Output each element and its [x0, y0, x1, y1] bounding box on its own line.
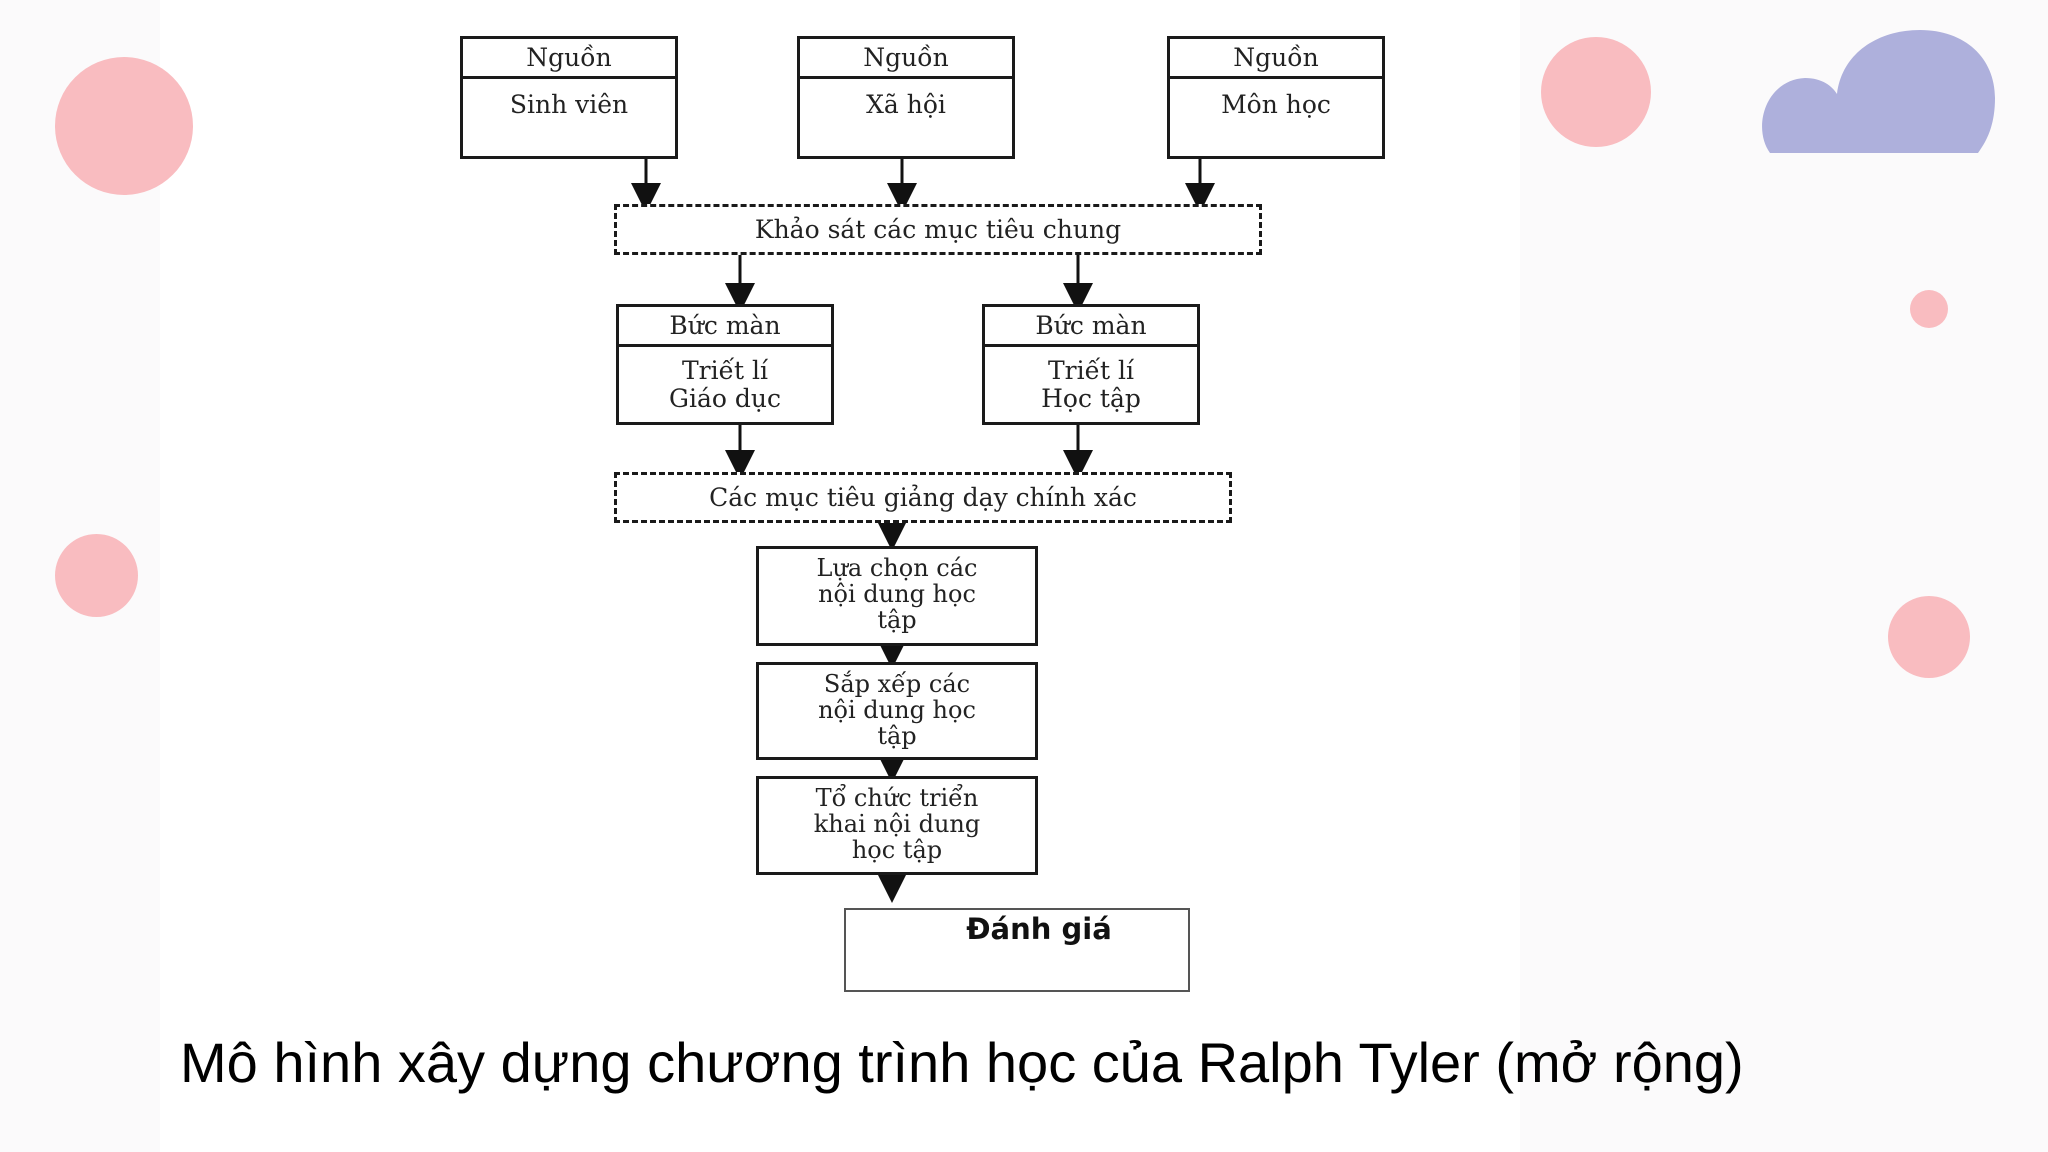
source-box-students: Nguồn Sinh viên — [460, 36, 678, 159]
survey-box: Khảo sát các mục tiêu chung — [614, 204, 1262, 255]
pink-circle-small-left — [55, 534, 138, 617]
step-line: Lựa chọn các — [816, 554, 978, 582]
step-box-arrange-content: Sắp xếp các nội dung học tập — [756, 662, 1038, 760]
source-box-society: Nguồn Xã hội — [797, 36, 1015, 159]
evaluation-box: Đánh giá — [844, 908, 1190, 992]
step-box-select-content: Lựa chọn các nội dung học tập — [756, 546, 1038, 646]
precise-goals-label: Các mục tiêu giảng dạy chính xác — [709, 483, 1137, 512]
precise-goals-box: Các mục tiêu giảng dạy chính xác — [614, 472, 1232, 523]
screen-box-education: Bức màn Triết lí Giáo dục — [616, 304, 834, 425]
evaluation-label: Đánh giá — [966, 912, 1112, 946]
screen-line1: Triết lí — [1048, 356, 1134, 385]
slide-caption: Mô hình xây dựng chương trình học của Ra… — [180, 1031, 1744, 1094]
screen-line1: Triết lí — [682, 356, 768, 385]
screen-body: Triết lí Giáo dục — [619, 347, 831, 413]
screen-head: Bức màn — [619, 307, 831, 347]
step-line: học tập — [851, 836, 943, 864]
step-line: nội dung học — [818, 580, 976, 608]
screen-body: Triết lí Học tập — [985, 347, 1197, 413]
source-label: Môn học — [1221, 90, 1331, 119]
screen-line2: Giáo dục — [669, 384, 781, 413]
pink-dot-right — [1910, 290, 1948, 328]
source-head: Nguồn — [800, 39, 1012, 79]
step-line: nội dung học — [818, 696, 976, 724]
survey-label: Khảo sát các mục tiêu chung — [754, 215, 1122, 244]
source-label: Xã hội — [866, 90, 946, 119]
source-label: Sinh viên — [509, 90, 629, 119]
step-line: tập — [877, 606, 917, 634]
pink-circle-top-right — [1541, 37, 1651, 147]
pink-circle-right — [1888, 596, 1970, 678]
screen-line2: Học tập — [1041, 384, 1141, 413]
cloud-shape — [1762, 30, 1995, 153]
screen-head: Bức màn — [985, 307, 1197, 347]
source-head: Nguồn — [463, 39, 675, 79]
step-line: Tổ chức triển — [815, 784, 979, 812]
step-line: tập — [877, 722, 917, 750]
source-box-subject: Nguồn Môn học — [1167, 36, 1385, 159]
step-box-organize-content: Tổ chức triển khai nội dung học tập — [756, 776, 1038, 875]
source-head: Nguồn — [1170, 39, 1382, 79]
screen-box-learning: Bức màn Triết lí Học tập — [982, 304, 1200, 425]
pink-circle-large-left — [55, 57, 193, 195]
step-line: Sắp xếp các — [823, 670, 971, 698]
step-line: khai nội dung — [813, 810, 981, 838]
